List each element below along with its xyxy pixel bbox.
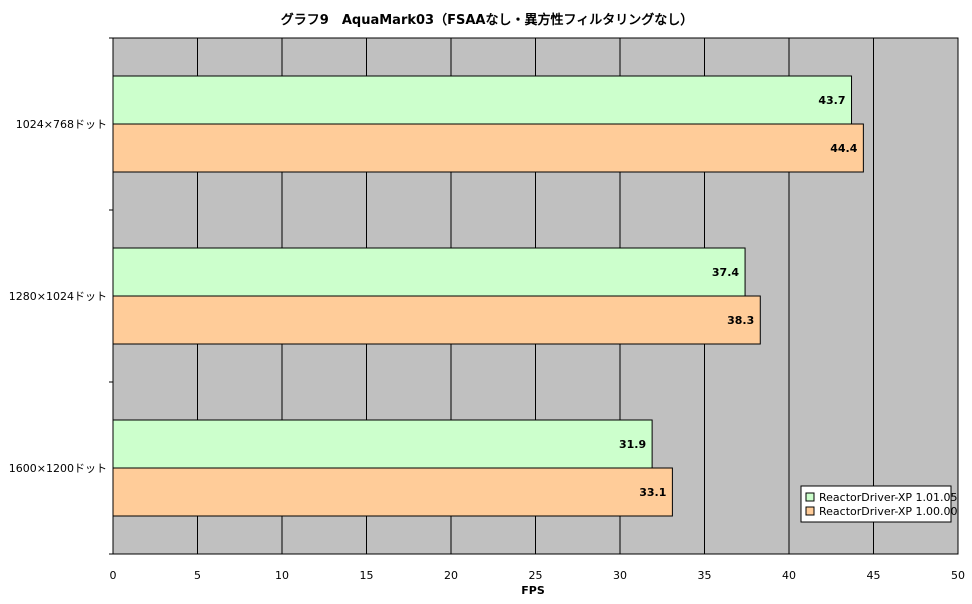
data-label: 43.7 <box>818 94 845 107</box>
x-tick-label: 35 <box>698 569 712 582</box>
legend-box <box>800 485 952 523</box>
x-axis-ticks: 0 5 10 15 20 25 30 35 40 45 50 <box>110 569 966 582</box>
x-tick-label: 10 <box>275 569 289 582</box>
category-label: 1024×768ドット <box>16 118 107 131</box>
data-label: 31.9 <box>619 438 646 451</box>
x-tick-label: 30 <box>613 569 627 582</box>
x-tick-label: 45 <box>867 569 881 582</box>
x-tick-label: 50 <box>951 569 965 582</box>
data-label: 44.4 <box>830 142 857 155</box>
x-tick-label: 5 <box>194 569 201 582</box>
legend-swatch <box>805 492 815 502</box>
x-axis-title: FPS <box>521 584 545 597</box>
x-tick-label: 40 <box>782 569 796 582</box>
legend: ReactorDriver-XP 1.01.05ReactorDriver-XP… <box>800 485 958 523</box>
bar <box>112 295 761 345</box>
legend-label: ReactorDriver-XP 1.01.05 <box>819 491 958 504</box>
bar <box>112 419 653 469</box>
bar <box>112 75 853 125</box>
x-tick-label: 20 <box>444 569 458 582</box>
y-axis-categories: 1024×768ドット 1280×1024ドット 1600×1200ドット <box>9 37 113 555</box>
legend-swatch <box>805 506 815 516</box>
legend-label: ReactorDriver-XP 1.00.00 <box>819 505 958 518</box>
bar <box>112 247 746 297</box>
x-tick-label: 25 <box>529 569 543 582</box>
x-tick-label: 0 <box>110 569 117 582</box>
data-label: 37.4 <box>712 266 739 279</box>
chart-title: グラフ9 AquaMark03（FSAAなし・異方性フィルタリングなし） <box>281 12 693 28</box>
bar <box>112 123 864 173</box>
data-label: 38.3 <box>727 314 754 327</box>
x-tick-label: 15 <box>360 569 374 582</box>
data-label: 33.1 <box>639 486 666 499</box>
bar <box>112 467 673 517</box>
bars: 43.7 44.4 37.4 38.3 31.9 33.1 <box>112 75 864 517</box>
category-label: 1280×1024ドット <box>9 290 107 303</box>
category-label: 1600×1200ドット <box>9 462 107 475</box>
